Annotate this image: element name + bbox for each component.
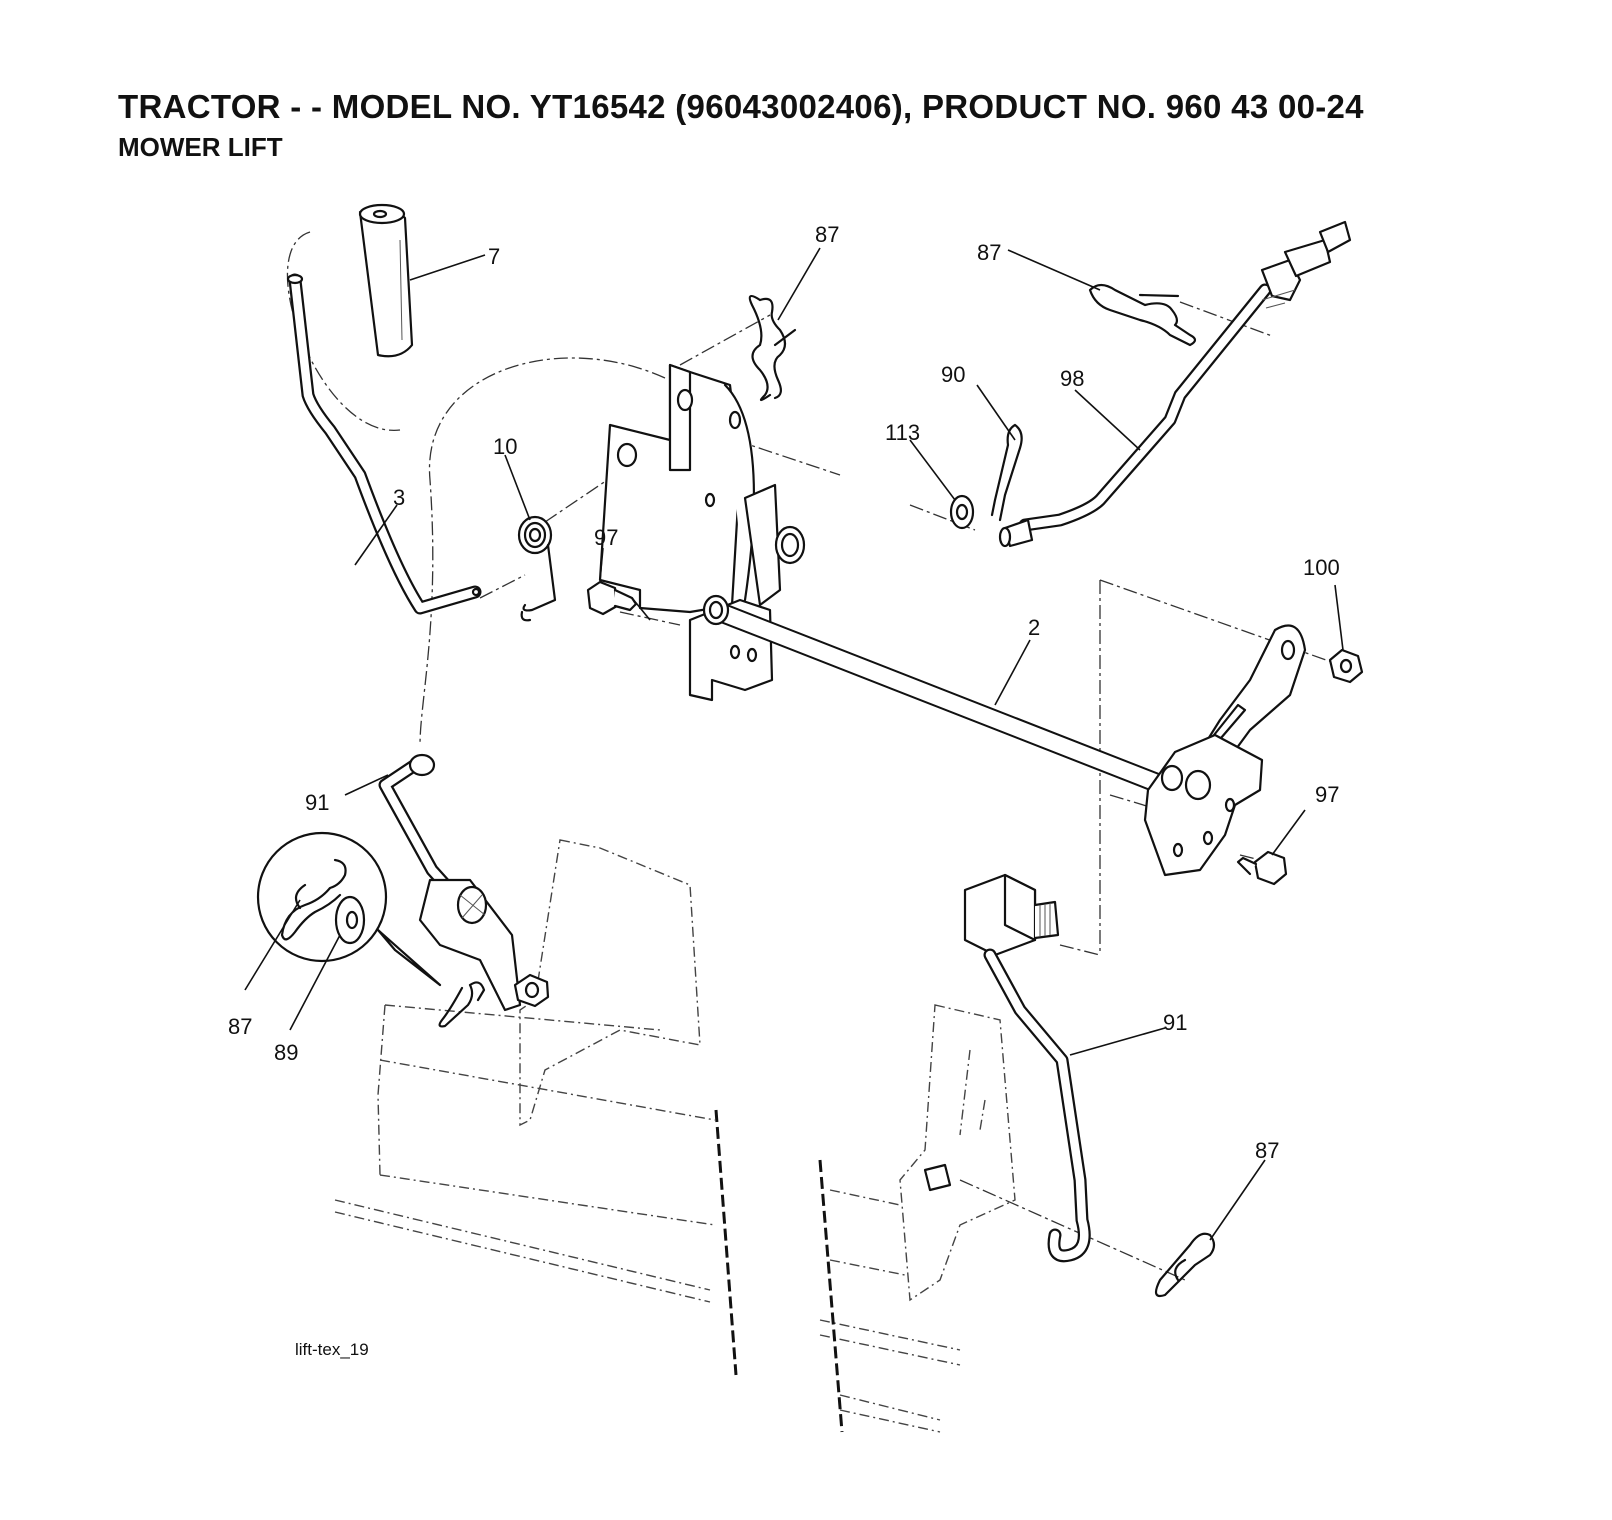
hex-bolt-left	[586, 580, 651, 621]
callout-91-right: 91	[1163, 1010, 1187, 1035]
lift-handle-rod	[286, 273, 482, 615]
callout-90: 90	[941, 362, 965, 387]
callout-10: 10	[493, 434, 517, 459]
callout-87-top: 87	[815, 222, 839, 247]
right-lift-arm	[1143, 624, 1307, 877]
torsion-spring	[517, 515, 557, 622]
frame-outline-left	[334, 839, 961, 1433]
callout-87-upper-right: 87	[977, 240, 1001, 265]
adjustment-link	[998, 220, 1352, 548]
frame-outline-right	[829, 1004, 1016, 1302]
callout-3: 3	[393, 485, 405, 510]
leader-lines	[244, 247, 1344, 1241]
detail-inset	[256, 831, 442, 987]
cotter-pin	[990, 423, 1023, 522]
callout-87-lower-right: 87	[1255, 1138, 1279, 1163]
callout-91-left: 91	[305, 790, 329, 815]
section-title: MOWER LIFT	[118, 132, 283, 162]
left-mounting-bracket	[598, 363, 806, 702]
callout-7: 7	[488, 244, 500, 269]
drawing-reference: lift-tex_19	[295, 1340, 369, 1359]
flat-washer	[949, 494, 975, 530]
hairpin-clip-upper-right	[1088, 283, 1197, 347]
hex-nut	[1328, 648, 1364, 684]
callout-2: 2	[1028, 615, 1040, 640]
lift-shaft	[702, 594, 1185, 800]
callout-97-right: 97	[1315, 782, 1339, 807]
callout-100: 100	[1303, 555, 1340, 580]
callout-98: 98	[1060, 366, 1084, 391]
hex-bolt-right	[1236, 850, 1288, 886]
page-title: TRACTOR - - MODEL NO. YT16542 (960430024…	[118, 88, 1364, 125]
hairpin-clip-top	[748, 294, 797, 402]
hairpin-clip-lower-right	[1154, 1232, 1216, 1298]
hairpin-clip-lift-link	[438, 981, 486, 1028]
callout-113: 113	[885, 420, 920, 445]
callout-87-detail: 87	[228, 1014, 252, 1039]
callout-97-left: 97	[594, 525, 618, 550]
callout-89: 89	[274, 1040, 298, 1065]
handle-grip	[358, 203, 414, 358]
lift-link-right	[923, 873, 1091, 1263]
lift-link-left	[378, 753, 550, 1012]
callout-labels: 7 87 87 90 98 113 10 3 97 2 100 91 97 87…	[228, 222, 1340, 1359]
